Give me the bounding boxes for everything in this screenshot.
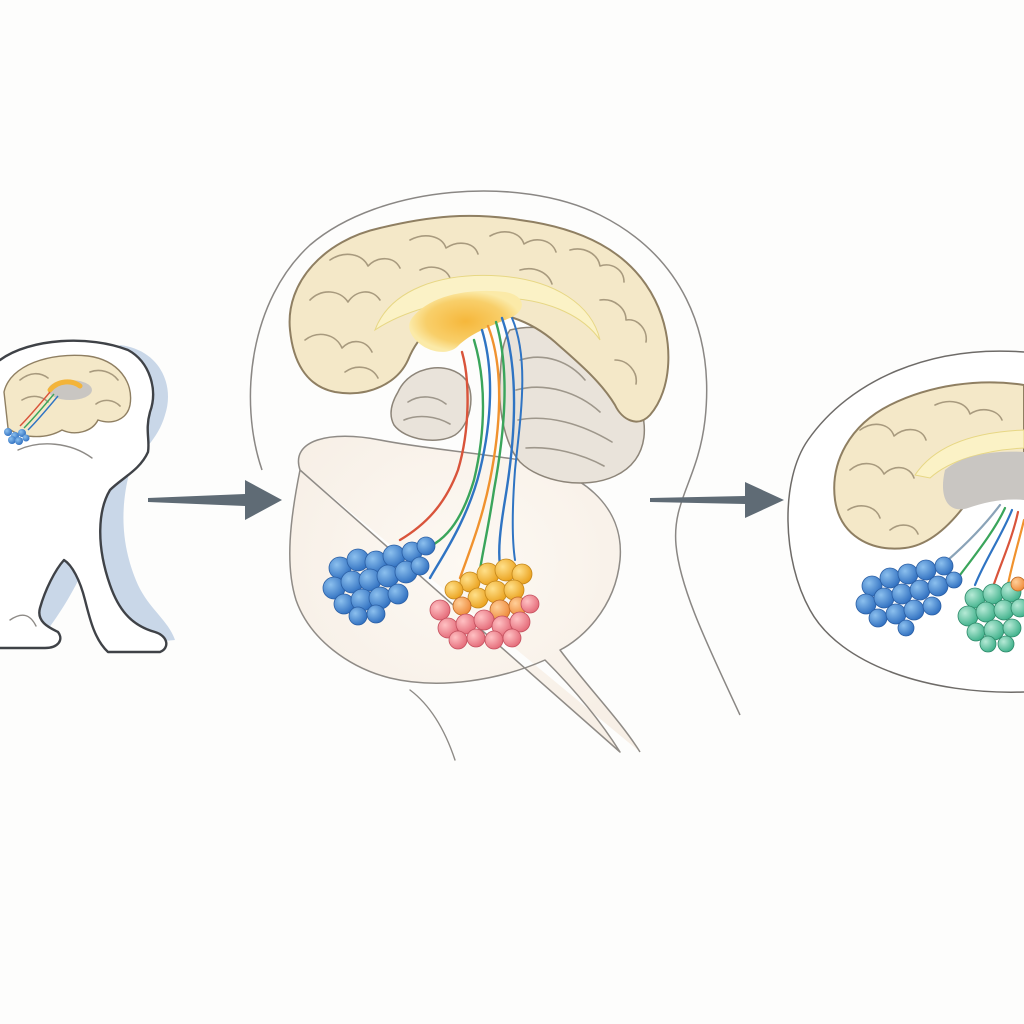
head-outline [249,190,741,716]
cropped-cluster-orange [1010,576,1024,592]
brain-cropped-panel [787,350,1024,693]
cropped-ventricle [942,451,1024,510]
cropped-cluster-blue [855,556,963,637]
cluster-blue [322,536,436,626]
body-lower-line [409,689,456,761]
fiber-tracts [398,316,524,580]
corpus-callosum-core [409,290,522,352]
figure-shoulder-line [17,443,93,459]
cropped-fibers [946,503,1024,597]
cluster-warm [429,558,540,650]
body-bubble [289,435,641,753]
arrow-1 [148,480,282,520]
cropped-cluster-green [957,581,1024,653]
arrow-2 [650,482,784,518]
cerebrum [288,214,670,423]
cropped-cingulate [914,429,1024,479]
figure-panel [0,339,175,654]
cerebrum-folds [304,231,648,385]
cropped-folds [847,400,1003,535]
figure-hand-line [9,614,37,627]
brain-detail-panel [249,190,741,761]
figure-mini-brain [3,354,132,445]
temporal-lobe [390,367,472,441]
